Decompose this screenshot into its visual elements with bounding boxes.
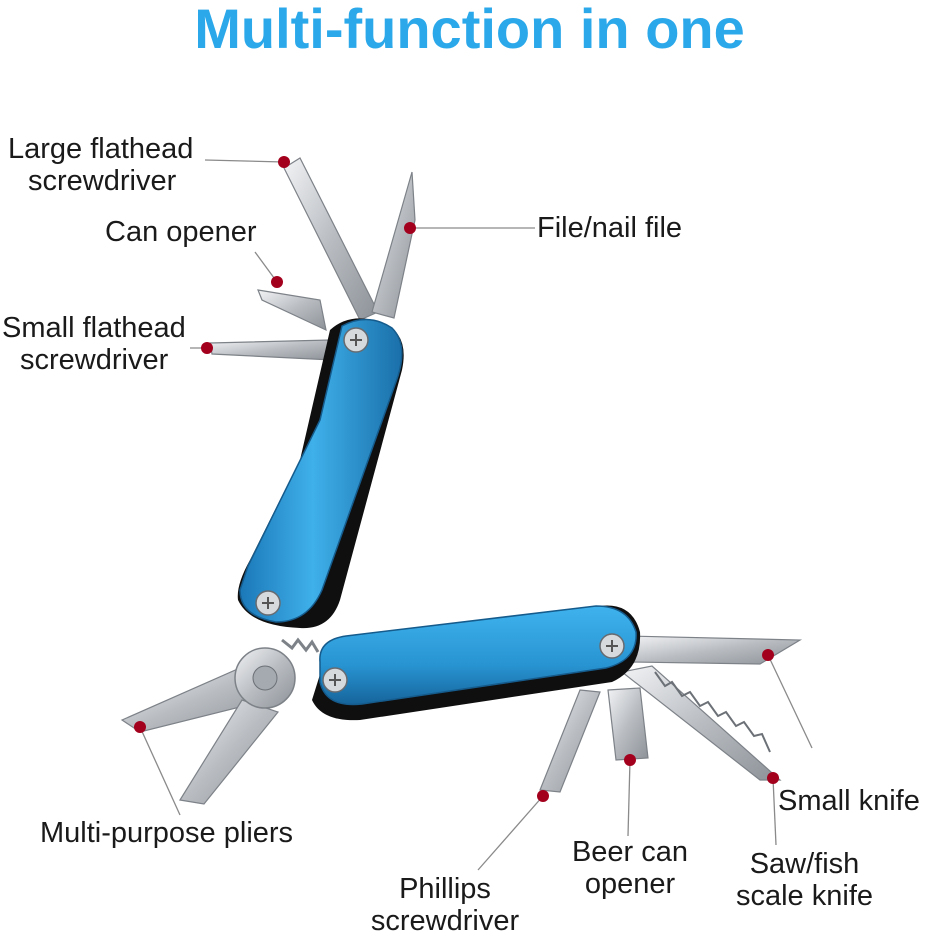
saw-blade xyxy=(620,665,782,781)
lower-handle xyxy=(312,605,641,721)
leader-large-flathead xyxy=(204,159,285,163)
marker-beer-opener xyxy=(624,754,636,766)
can-opener-blade xyxy=(257,289,327,332)
leader-phillips xyxy=(477,795,544,871)
small-knife-blade xyxy=(627,635,803,665)
leader-can-opener xyxy=(254,251,278,283)
label-can-opener: Can opener xyxy=(105,216,257,248)
label-small-flathead: Small flathead screwdriver xyxy=(2,312,186,376)
label-file: File/nail file xyxy=(537,212,683,244)
label-large-flathead: Large flathead screwdriver xyxy=(8,133,194,197)
large-flathead-blade xyxy=(283,157,379,321)
label-saw: Saw/fish scale knife xyxy=(735,848,873,912)
small-flathead-blade xyxy=(209,339,333,361)
marker-file xyxy=(404,222,416,234)
marker-can-opener xyxy=(271,276,283,288)
leader-small-knife xyxy=(767,654,813,749)
phillips-blade xyxy=(539,689,601,793)
label-pliers: Multi-purpose pliers xyxy=(40,817,294,849)
marker-phillips xyxy=(537,790,549,802)
file-blade xyxy=(371,171,416,319)
leader-saw xyxy=(772,777,777,846)
marker-small-knife xyxy=(762,649,774,661)
page-title: Multi-function in one xyxy=(194,0,745,60)
marker-saw xyxy=(767,772,779,784)
marker-large-flathead xyxy=(278,156,290,168)
leader-pliers xyxy=(139,726,181,816)
marker-small-flathead xyxy=(201,342,213,354)
beer-opener-blade xyxy=(607,687,649,761)
label-small-knife: Small knife xyxy=(778,785,920,817)
leader-beer-opener xyxy=(627,759,631,837)
upper-handle xyxy=(237,318,404,629)
pliers-jaws xyxy=(120,637,320,805)
marker-pliers xyxy=(134,721,146,733)
label-beer-opener: Beer can opener xyxy=(571,836,689,900)
label-phillips: Phillips screwdriver xyxy=(370,873,520,937)
